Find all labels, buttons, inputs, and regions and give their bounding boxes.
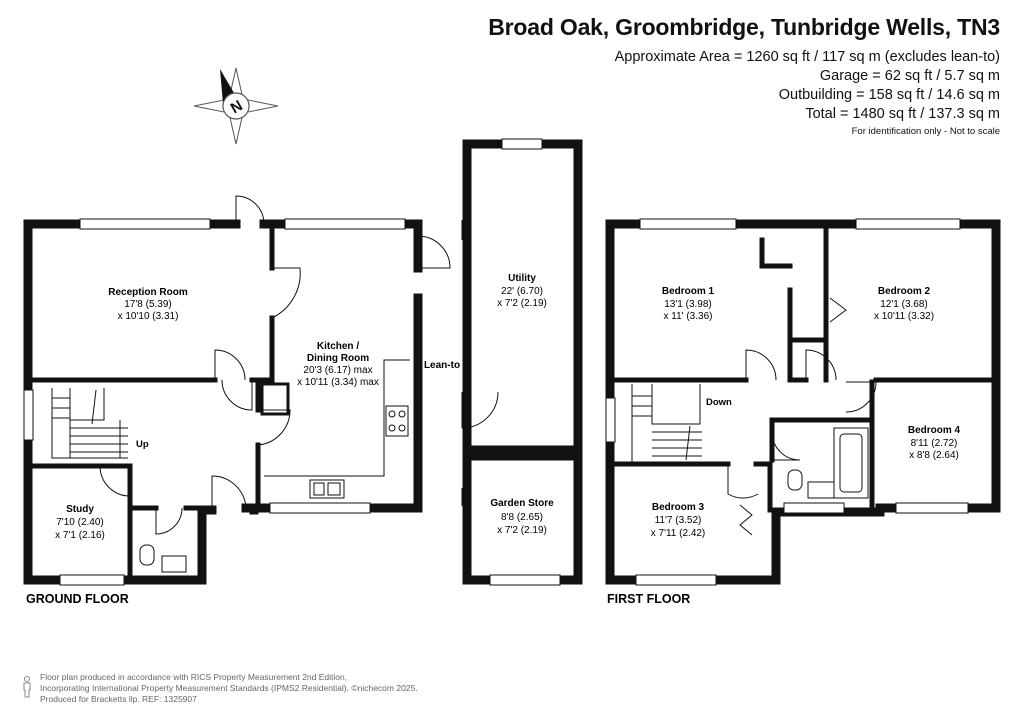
area-line-garage: Garage = 62 sq ft / 5.7 sq m — [819, 68, 1000, 84]
kitchen-dim1: 20'3 (6.17) max — [303, 365, 372, 376]
person-icon — [23, 676, 31, 698]
outbuilding-plan: Lean-to Utility 22' (6.70) x 7'2 (2.19) … — [417, 138, 583, 586]
study-dim2: x 7'1 (2.16) — [55, 530, 105, 541]
bedroom4-dim1: 8'11 (2.72) — [911, 438, 958, 449]
garden-store-dim2: x 7'2 (2.19) — [497, 525, 547, 536]
study-name: Study — [66, 504, 94, 515]
bedroom3-name: Bedroom 3 — [652, 502, 705, 513]
bedroom3-dim1: 11'7 (3.52) — [655, 515, 702, 526]
kitchen-name2: Dining Room — [307, 353, 369, 364]
first-floor-plan: Down Bedroom 1 13'1 (3.98) x 11' (3.36) … — [605, 218, 1001, 606]
footer-notes: Floor plan produced in accordance with R… — [40, 672, 418, 705]
bedroom2-name: Bedroom 2 — [878, 286, 931, 297]
scale-note: For identification only - Not to scale — [851, 126, 1000, 137]
bedroom3-dim2: x 7'11 (2.42) — [651, 528, 706, 539]
bedroom1-dim1: 13'1 (3.98) — [664, 299, 712, 310]
utility-dim1: 22' (6.70) — [501, 286, 543, 297]
first-floor-stair-label: Down — [706, 397, 732, 408]
bedroom1-name: Bedroom 1 — [662, 286, 715, 297]
area-line-total: Total = 1480 sq ft / 137.3 sq m — [805, 106, 1000, 122]
first-floor-stairs — [631, 384, 702, 463]
bedroom4-dim2: x 8'8 (2.64) — [909, 450, 959, 461]
area-line-outbuilding: Outbuilding = 158 sq ft / 14.6 sq m — [778, 87, 1000, 103]
bedroom1-dim2: x 11' (3.36) — [664, 311, 713, 322]
garden-store-name: Garden Store — [490, 498, 554, 509]
compass-icon: N — [193, 67, 279, 145]
garden-store-dim1: 8'8 (2.65) — [501, 512, 543, 523]
bedroom2-dim1: 12'1 (3.68) — [880, 299, 928, 310]
footer-line-3: Produced for Bracketts llp. REF: 1325907 — [40, 694, 197, 704]
ground-floor-label: GROUND FLOOR — [26, 592, 129, 606]
property-title: Broad Oak, Groombridge, Tunbridge Wells,… — [488, 14, 1000, 40]
utility-dim2: x 7'2 (2.19) — [497, 298, 547, 309]
footer-line-1: Floor plan produced in accordance with R… — [40, 672, 348, 682]
footer-line-2: Incorporating International Property Mea… — [40, 683, 418, 693]
ground-stairs — [51, 388, 128, 459]
utility-name: Utility — [508, 273, 536, 284]
kitchen-name1: Kitchen / — [317, 341, 359, 352]
bedroom2-dim2: x 10'11 (3.32) — [874, 311, 934, 322]
area-line-approximate: Approximate Area = 1260 sq ft / 117 sq m… — [614, 49, 1000, 65]
ground-floor-plan: Up Reception Room 17'8 (5.39) x 10'10 (3… — [23, 195, 423, 606]
study-dim1: 7'10 (2.40) — [56, 517, 104, 528]
lean-to-label: Lean-to — [424, 360, 460, 371]
kitchen-dim2: x 10'11 (3.34) max — [297, 377, 379, 388]
reception-room-dim1: 17'8 (5.39) — [124, 299, 172, 310]
first-floor-label: FIRST FLOOR — [607, 592, 690, 606]
ground-stair-label: Up — [136, 439, 149, 450]
reception-room-dim2: x 10'10 (3.31) — [118, 311, 179, 322]
bedroom4-name: Bedroom 4 — [908, 425, 961, 436]
reception-room-name: Reception Room — [108, 287, 188, 298]
